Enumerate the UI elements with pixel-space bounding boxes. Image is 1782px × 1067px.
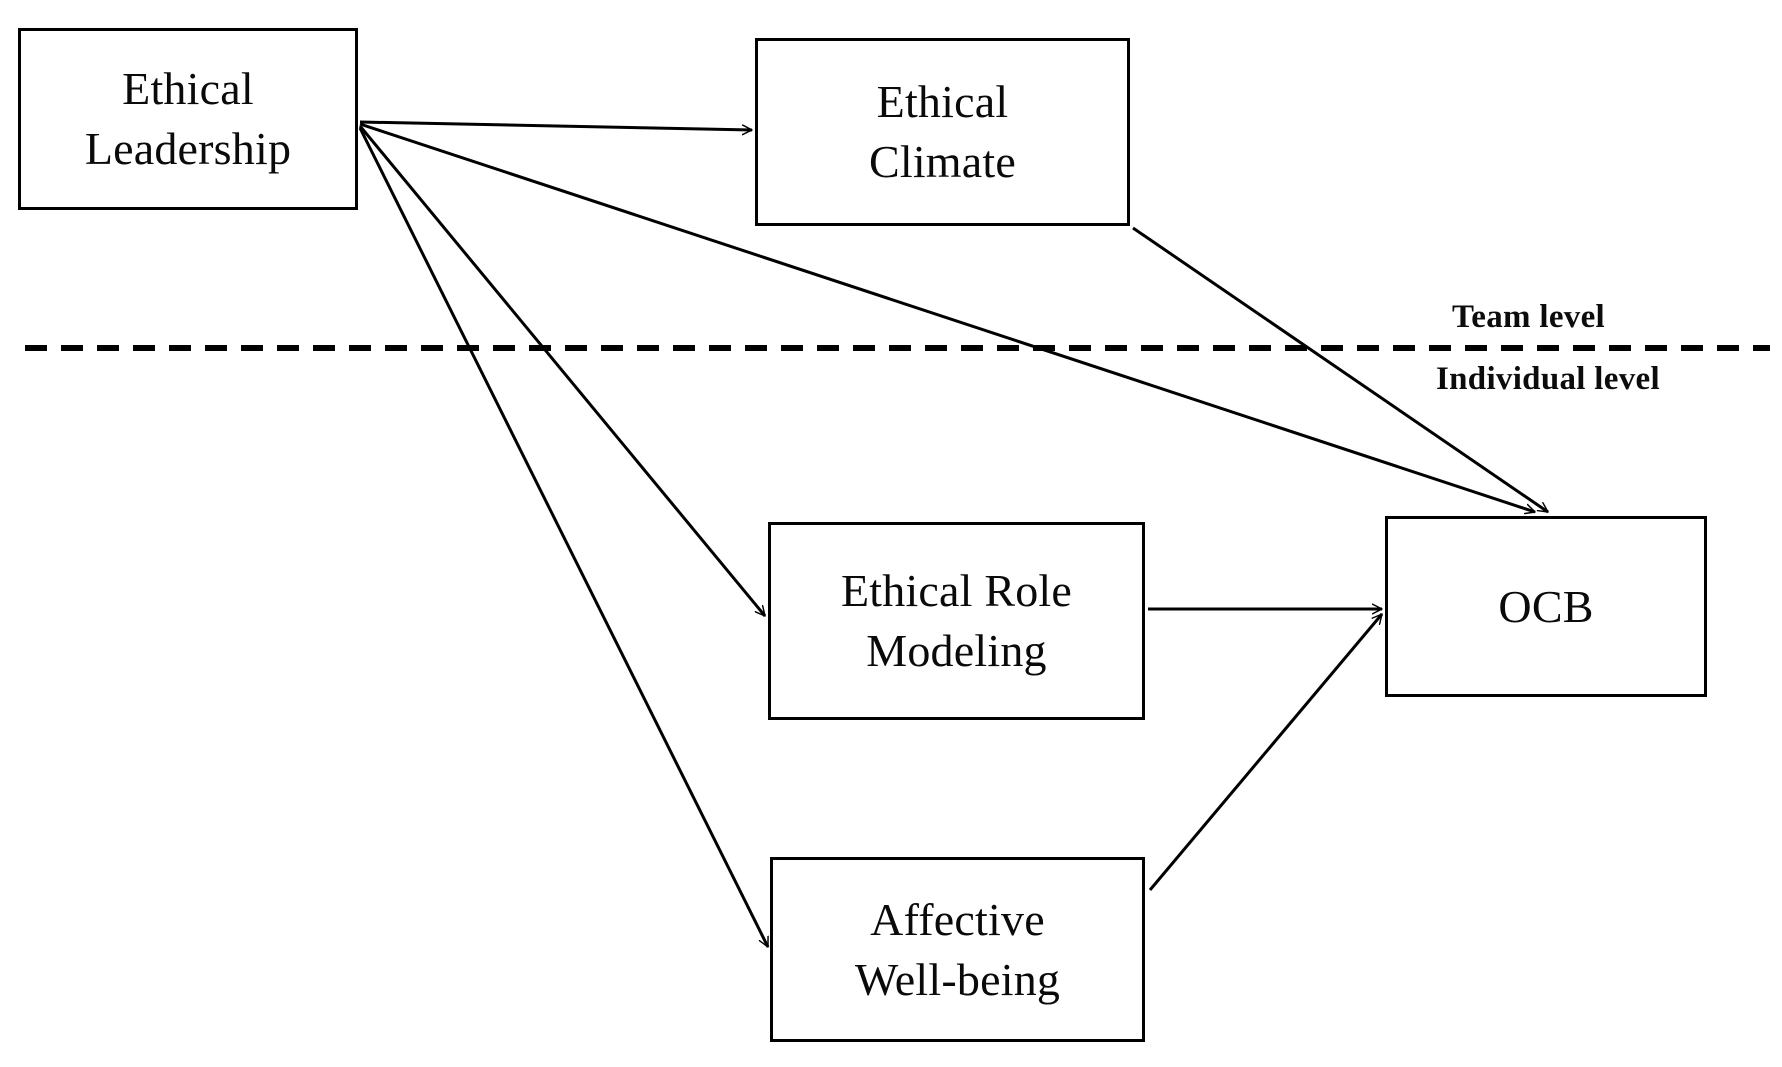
- edge-ethical-leadership-to-ocb: [359, 122, 1535, 512]
- node-ethical-climate[interactable]: Ethical Climate: [755, 38, 1130, 226]
- individual-level-label: Individual level: [1436, 361, 1660, 397]
- edge-ethical-leadership-to-ethical-role-modeling: [358, 125, 767, 617]
- edge-ethical-climate-to-ocb: [1132, 226, 1549, 514]
- node-ethical-role-modeling[interactable]: Ethical Role Modeling: [768, 522, 1145, 720]
- edges-group: [358, 120, 1549, 947]
- edge-ethical-leadership-to-affective-well-being: [358, 127, 770, 947]
- node-ethical-leadership[interactable]: Ethical Leadership: [18, 28, 358, 210]
- node-ethical-climate-label: Ethical Climate: [868, 76, 1017, 187]
- team-level-label: Team level: [1452, 299, 1605, 335]
- node-ethical-leadership-label: Ethical Leadership: [84, 63, 292, 174]
- node-affective-well-being-label: Affective Well-being: [854, 893, 1061, 1005]
- node-affective-well-being[interactable]: Affective Well-being: [770, 857, 1145, 1042]
- edge-affective-well-being-to-ocb: [1148, 613, 1384, 891]
- edge-ethical-leadership-to-ethical-climate: [359, 120, 752, 130]
- node-ocb[interactable]: OCB: [1385, 516, 1707, 697]
- node-ethical-role-modeling-label: Ethical Role Modeling: [840, 565, 1073, 676]
- node-ocb-label: OCB: [1498, 580, 1594, 632]
